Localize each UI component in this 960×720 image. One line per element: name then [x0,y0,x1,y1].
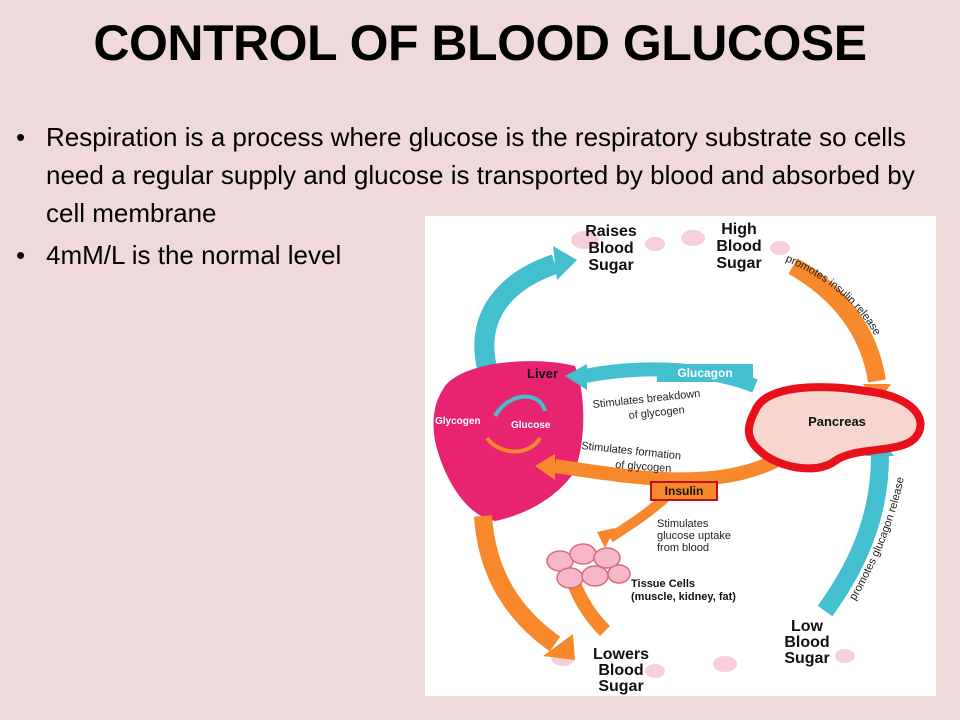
pancreas-label: Pancreas [808,414,866,429]
glycogen-cycle-top [493,394,547,418]
tissue-label-1: Tissue Cells [631,578,695,590]
uptake-label-2: glucose uptake [657,530,731,542]
tissue-label-2: (muscle, kidney, fat) [631,591,736,603]
low-label-1: Low [791,618,824,635]
tissue-arrowhead [597,528,615,548]
pancreas-shape [744,383,925,473]
lowers-label-1: Lowers [593,646,649,663]
glycogen-label: Glycogen [435,416,481,427]
high-label-2: Blood [716,238,761,255]
uptake-label-1: Stimulates [657,518,709,530]
diagram-canvas: Raises Blood Sugar High Blood Sugar Low … [433,221,925,695]
glucagon-arrowhead [565,364,587,390]
raises-label-2: Blood [588,240,633,257]
bullet-list: • Respiration is a process where glucose… [14,118,944,274]
liver-shape [433,361,584,521]
glucagon-box [657,364,753,382]
bullet-item: • 4mM/L is the normal level [14,236,944,274]
formation-label-2: of glycogen [615,459,672,475]
bullet-item: • Respiration is a process where glucose… [14,118,944,232]
low-label-2: Blood [784,634,829,651]
low-label-3: Sugar [784,650,829,667]
insulin-box [650,481,718,501]
tissue-arrow [607,494,669,543]
tissue-cells-icon [546,543,631,589]
raises-label-1: Raises [585,223,637,240]
glucose-control-diagram: Raises Blood Sugar High Blood Sugar Low … [425,216,936,696]
glucagon-label: Glucagon [677,366,732,380]
bullet-icon: • [16,240,26,270]
tissue-down-arrow [568,583,611,636]
lowers-label-2: Blood [598,662,643,679]
bullet-text: Respiration is a process where glucose i… [46,122,915,228]
uptake-label-3: from blood [657,542,709,554]
high-label-3: Sugar [716,255,761,272]
formation-label-1: Stimulates formation [581,440,682,462]
orange-arrow-high-down [788,258,886,383]
high-label-1: High [721,221,757,238]
lowers-label-3: Sugar [598,678,643,695]
insulin-arrowhead [535,454,555,480]
glycogen-cycle-bottom [485,436,542,454]
raises-label-3: Sugar [588,257,633,274]
breakdown-label-2: of glycogen [628,404,685,422]
orange-arrowhead-lowers [543,634,575,660]
glucose-label: Glucose [511,420,551,431]
orange-arrow-liver-down [474,515,561,652]
slide-title: CONTROL OF BLOOD GLUCOSE [93,15,867,71]
liver-label: Liver [527,366,558,381]
bullet-icon: • [16,122,26,152]
cyan-arrow-liver-up [474,254,559,371]
insulin-label: Insulin [665,484,704,498]
cyan-arrowhead-up [553,246,577,280]
insulin-arrow [553,454,779,487]
bullet-text: 4mM/L is the normal level [46,240,342,270]
cyan-arrow-low-up [817,455,889,617]
